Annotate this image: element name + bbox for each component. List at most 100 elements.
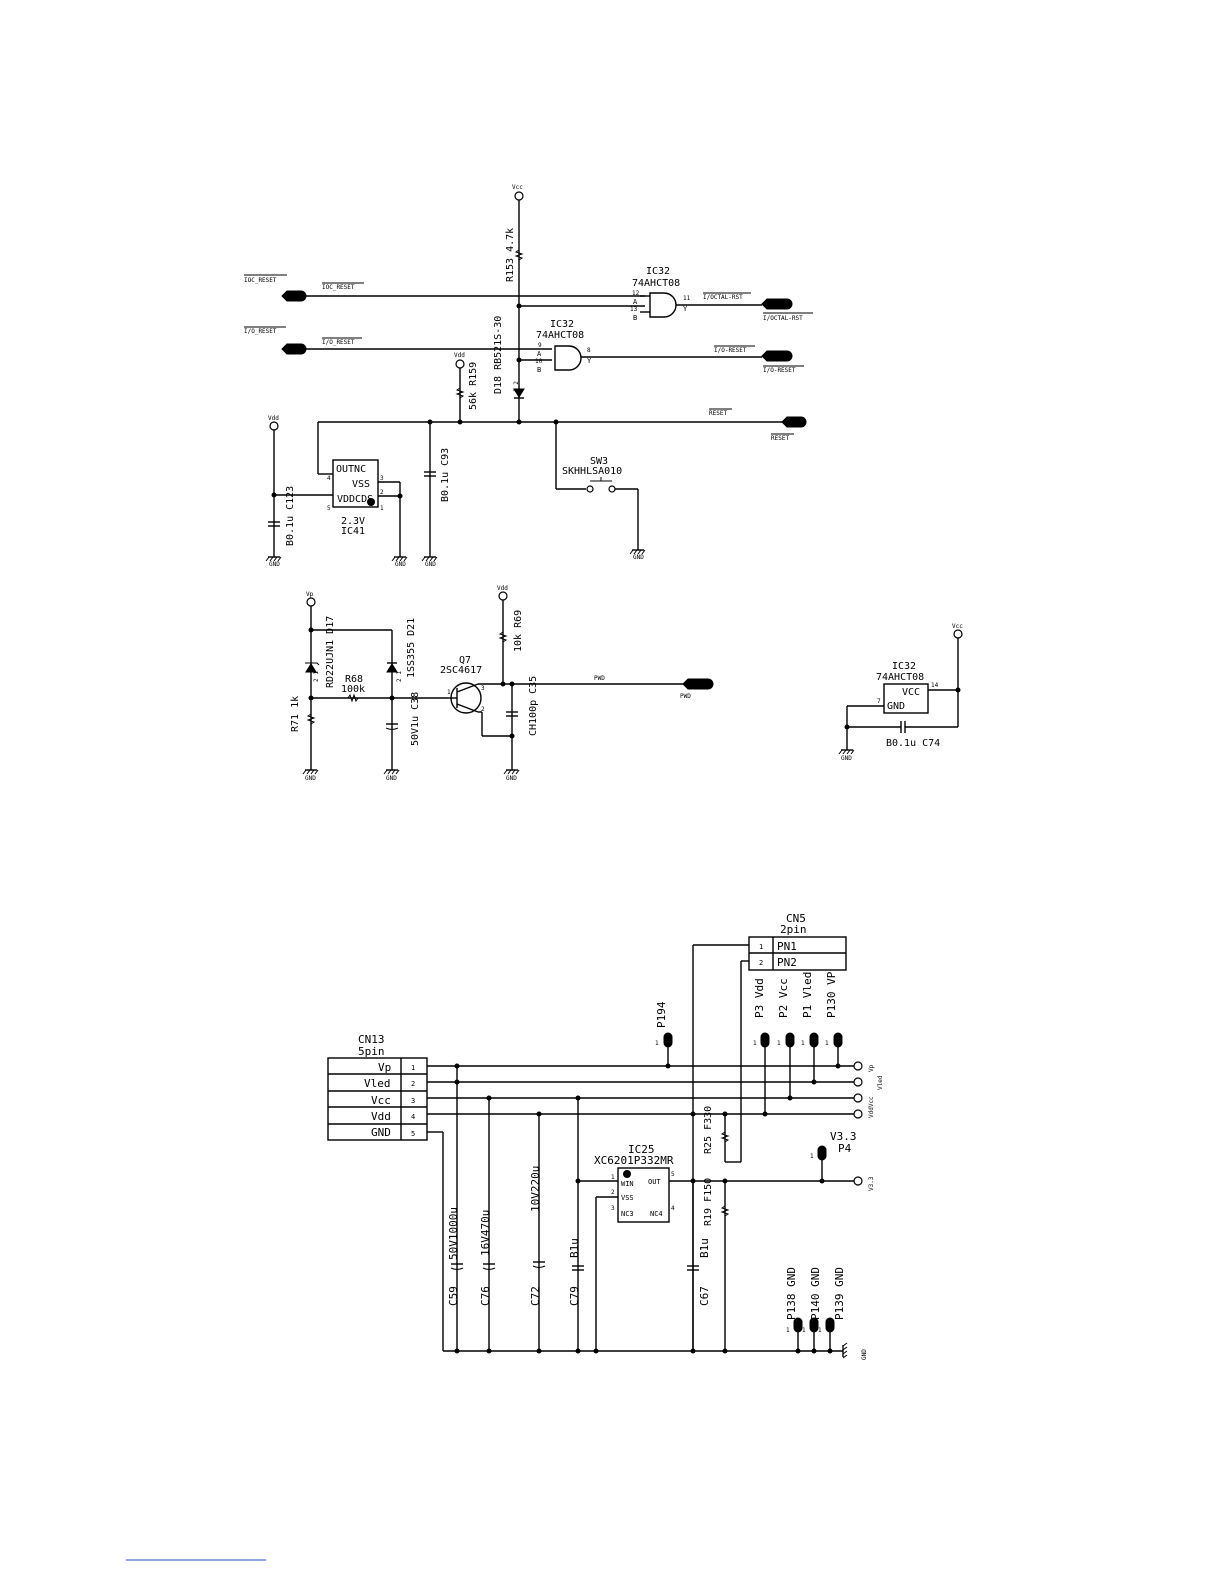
- c67-value: B1u: [698, 1238, 711, 1258]
- ic25-nc4: NC4: [650, 1210, 663, 1218]
- terminal-v33: [853, 1176, 863, 1186]
- ic41-box: [332, 459, 379, 508]
- r153-resistor: [514, 249, 524, 261]
- svg-text:P139 GND: P139 GND: [833, 1267, 846, 1320]
- ic25-out: OUT: [648, 1178, 661, 1186]
- cn13-pin1-num: 1: [411, 1064, 415, 1072]
- ic32b-letter-b: B: [537, 366, 541, 374]
- r19-resistor: [720, 1205, 730, 1217]
- d17-label: RD22UJN1 D17: [325, 616, 336, 688]
- q7-ref: Q7: [459, 655, 471, 666]
- cn13-type: 5pin: [358, 1045, 385, 1058]
- svg-text:1: 1: [825, 1040, 829, 1047]
- c38-plate-2: [385, 727, 399, 730]
- d18-pins: 1 2: [513, 381, 520, 392]
- ic41-pin2: 2: [380, 489, 384, 496]
- gnd-bottom: GND: [842, 1342, 868, 1360]
- ic32a-pin-a: 12: [632, 290, 640, 297]
- ioc-reset-net-label: IOC_RESET: [322, 284, 355, 291]
- cn13-pin1-name: Vp: [378, 1061, 391, 1074]
- q7-part: 2SC4617: [440, 665, 482, 676]
- q7-pin3: 3: [481, 685, 485, 692]
- reset-net-label: RESET: [709, 410, 727, 417]
- io-reset-port-label: I/O_RESET: [244, 328, 277, 335]
- tp-p138: P138 GND 1: [785, 1267, 803, 1351]
- svg-text:GND: GND: [506, 775, 517, 782]
- r153-label: R153 4.7k: [505, 228, 516, 282]
- io-reset-net-label: I/O_RESET: [322, 339, 355, 346]
- p4-label: P4: [838, 1142, 852, 1155]
- ic41-ref: IC41: [341, 526, 365, 537]
- vdd-label-r69: Vdd: [497, 585, 508, 592]
- ic25-pin3: 3: [611, 1205, 615, 1212]
- svg-text:P140 GND: P140 GND: [809, 1267, 822, 1320]
- vcc-label: Vcc: [512, 184, 523, 191]
- c59-ref: C59: [447, 1286, 460, 1306]
- pwd-port: [682, 678, 714, 690]
- d18-diode: [513, 388, 525, 398]
- sw3-ref: SW3: [590, 456, 608, 467]
- gnd-c35: GND: [503, 769, 520, 782]
- r69-label: 10k R69: [513, 610, 524, 652]
- r159-label: 56k R159: [468, 362, 479, 410]
- ic41-pin5: 5: [327, 505, 331, 512]
- cn5-pin2-name: PN2: [777, 956, 797, 969]
- tp-p3: P3 Vdd 1: [753, 978, 770, 1114]
- vcc-label-ic32: Vcc: [952, 623, 963, 630]
- ic32a-letter-b: B: [633, 314, 637, 322]
- p4-pin: 1: [810, 1153, 814, 1160]
- tp-p2: P2 Vcc 1: [777, 978, 795, 1098]
- ic32b-pin-a: 9: [538, 342, 542, 349]
- vdd-terminal-left: [269, 421, 279, 431]
- io-reset-port: [281, 343, 307, 355]
- svg-text:1: 1: [786, 1327, 790, 1334]
- gnd-ic41: GND: [391, 556, 408, 568]
- r71-label: R71 1k: [290, 696, 301, 732]
- cn13-pin4-num: 4: [411, 1113, 415, 1121]
- c79-value: B1u: [568, 1238, 581, 1258]
- ic32a-pin-y: 11: [683, 295, 691, 302]
- cn13-pin5-num: 5: [411, 1130, 415, 1138]
- cn5-ref: CN5: [786, 912, 806, 925]
- ic32b-ref: IC32: [550, 319, 574, 330]
- d21-pins: 2 1: [396, 671, 403, 682]
- terminal-vled: [853, 1077, 863, 1087]
- terminal-vp: [853, 1061, 863, 1071]
- octal-port-label: I/OCTAL-RST: [763, 315, 803, 322]
- pwd-net-label: PWD: [594, 675, 605, 682]
- ic25-win: WIN: [621, 1180, 634, 1188]
- cn13-pin5-name: GND: [371, 1126, 391, 1139]
- svg-text:P1 Vled: P1 Vled: [801, 972, 814, 1018]
- svg-text:GND: GND: [386, 775, 397, 782]
- ic25-vss: VSS: [621, 1194, 634, 1202]
- reset-port: [781, 416, 807, 428]
- tp-p139: P139 GND 1: [818, 1267, 846, 1351]
- ic32-vcc-pin-label: VCC: [902, 687, 920, 698]
- vdd-label-left: Vdd: [268, 415, 279, 422]
- connector-section: CN5 2pin 1 PN1 2 PN2 CN13 5pin Vp Vled V…: [327, 912, 884, 1360]
- terminal-vcc: [853, 1093, 863, 1103]
- ic41-pin1: 1: [380, 505, 384, 512]
- tp-p1: P1 Vled 1: [801, 972, 819, 1082]
- ic41-voltage: 2.3V: [341, 516, 365, 527]
- svg-text:P2 Vcc: P2 Vcc: [777, 978, 790, 1018]
- svg-text:1: 1: [777, 1040, 781, 1047]
- cn13-pin2-name: Vled: [364, 1077, 391, 1090]
- ic32-gate-lower: [554, 345, 582, 371]
- ic32-power-section: Vcc VCC GND IC32 74AHCT08 14 7 B0.1u C74…: [838, 623, 963, 762]
- d21-diode: [386, 663, 398, 673]
- cn13-pin3-num: 3: [411, 1097, 415, 1105]
- ic25-pin4: 4: [671, 1205, 675, 1212]
- ic32-power-ref: IC32: [892, 661, 916, 672]
- io-out-port: [761, 350, 793, 362]
- ic32b-letter-a: A: [537, 350, 542, 358]
- c72-value: 10V220u: [529, 1166, 542, 1212]
- cn5-type: 2pin: [780, 923, 807, 936]
- q7-pin2: 2: [481, 706, 485, 713]
- vdd-terminal-r159: [455, 359, 465, 369]
- r68-val: 100k: [341, 684, 365, 695]
- ic41-outnc: OUTNC: [336, 464, 366, 475]
- q7-pin1: 1: [447, 689, 451, 696]
- ic25-box: [617, 1167, 670, 1223]
- ic32b-pin-b: 10: [535, 358, 543, 365]
